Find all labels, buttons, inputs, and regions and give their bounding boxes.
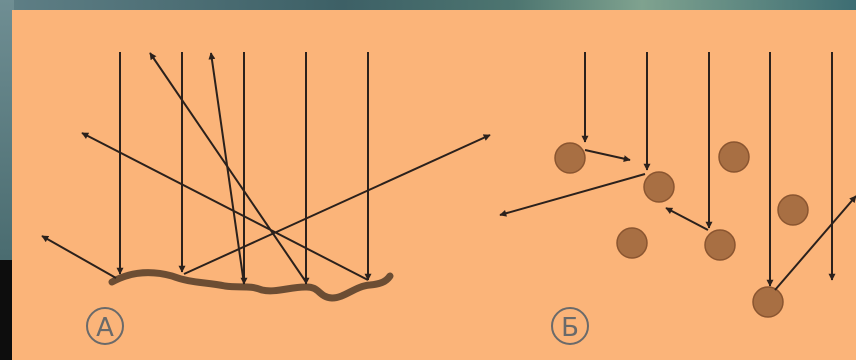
particle [719,142,749,172]
particle [778,195,808,225]
particle [644,172,674,202]
scattered-ray [666,208,708,230]
reflected-ray [184,135,490,274]
particle [555,143,585,173]
reflected-ray [211,53,244,284]
scattered-ray [585,150,630,160]
rough-surface [112,273,390,298]
particle [753,287,783,317]
scattered-ray [500,174,645,215]
panel-a: А [42,52,490,344]
panel-a-label: А [96,313,114,343]
particle [617,228,647,258]
panel-b: Б [500,52,856,344]
reflected-ray [42,236,116,278]
particle [705,230,735,260]
panel-b-label: Б [561,313,579,343]
